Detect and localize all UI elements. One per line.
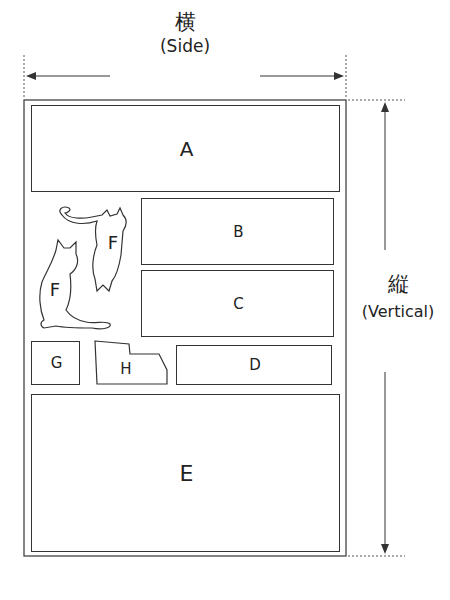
extension-line: [348, 556, 405, 557]
region-letter: H: [120, 361, 131, 378]
shape-path: [95, 341, 167, 384]
dimension-label: 横: [175, 10, 196, 34]
region-letter: C: [233, 296, 243, 313]
shape-path: [40, 240, 110, 329]
dimension-line: [30, 76, 110, 77]
region-box: B: [141, 198, 334, 265]
notched-region: H: [94, 340, 169, 386]
cat-region: F: [36, 240, 112, 332]
arrow-head: [381, 102, 389, 112]
region-box: E: [31, 394, 340, 552]
region-box: A: [31, 105, 340, 192]
dimension-line: [385, 104, 386, 250]
arrow-head: [334, 72, 344, 80]
region-letter: F: [108, 233, 118, 254]
region-letter: F: [50, 280, 60, 301]
dimension-line: [385, 372, 386, 552]
page-border: [24, 100, 346, 556]
region-box: D: [176, 345, 332, 385]
dimension-label: (Side): [160, 37, 210, 57]
region-box: G: [31, 341, 80, 385]
region-letter: E: [180, 461, 194, 486]
region-letter: A: [180, 138, 194, 161]
arrow-head: [26, 72, 36, 80]
shape-outline: [36, 240, 112, 332]
region-box: C: [141, 270, 334, 337]
region-letter: B: [233, 224, 243, 241]
region-letter: D: [249, 357, 261, 374]
arrow-head: [381, 544, 389, 554]
dimension-label: 縦: [388, 272, 409, 296]
region-letter: G: [51, 355, 63, 372]
extension-line: [348, 100, 405, 101]
extension-line: [346, 55, 347, 98]
extension-line: [24, 55, 25, 98]
dimension-line: [260, 76, 340, 77]
dimension-label: (Vertical): [362, 303, 434, 321]
